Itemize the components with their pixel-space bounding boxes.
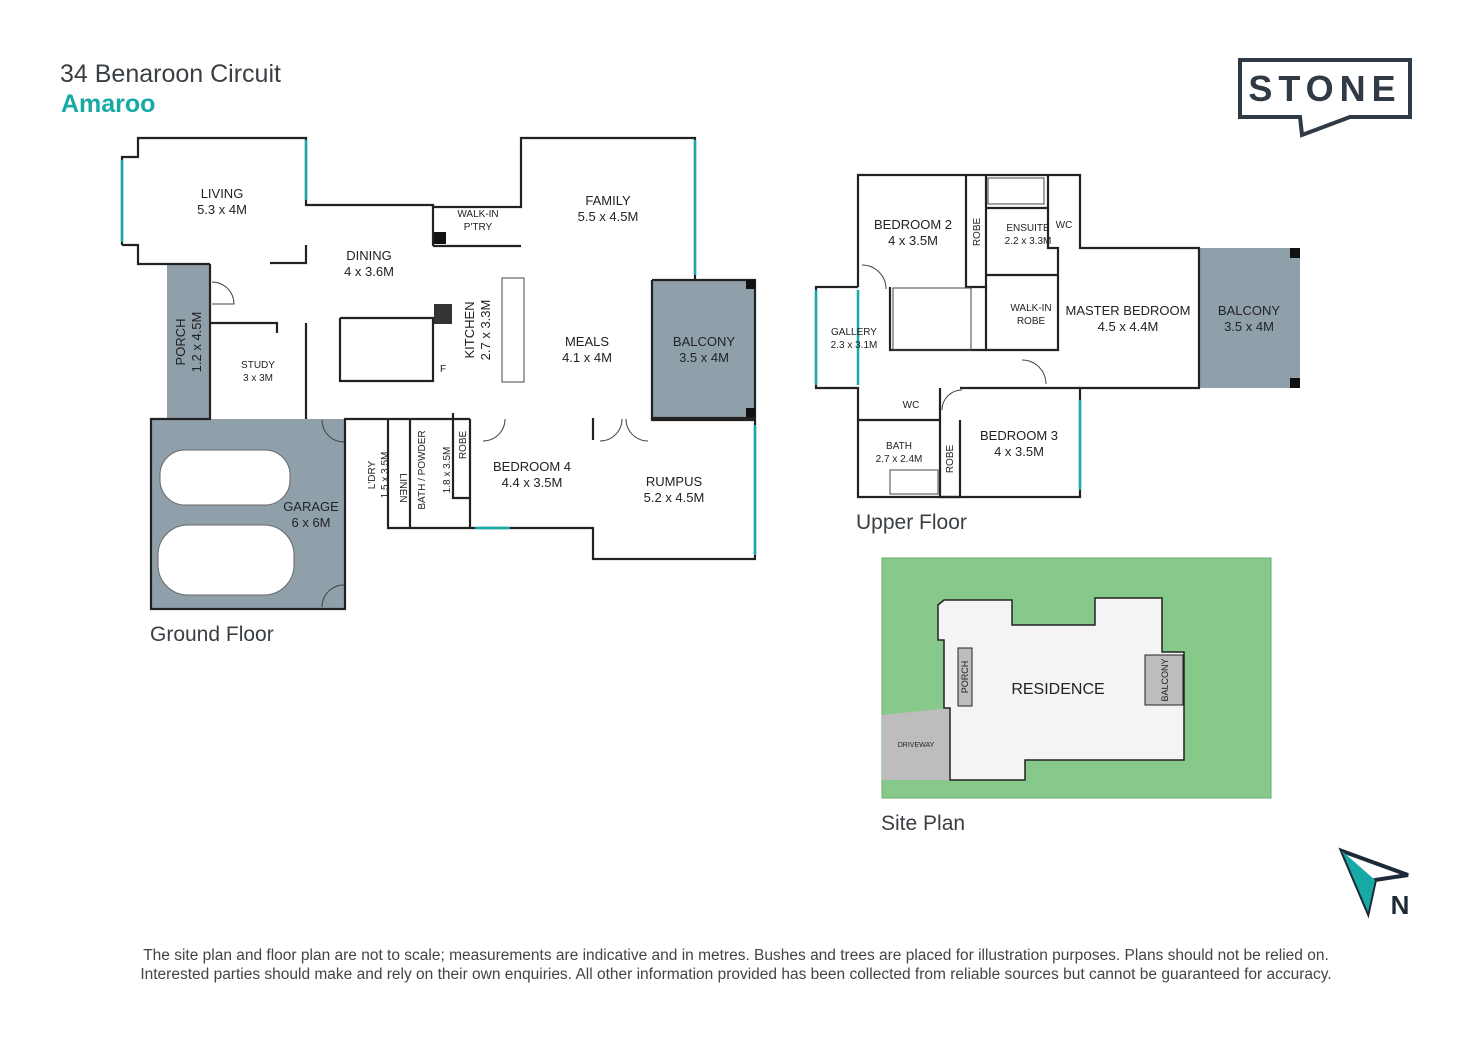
room-label: 5.5 x 4.5M <box>578 209 639 224</box>
site-plan: RESIDENCE PORCH BALCONY DRIVEWAY Site Pl… <box>881 557 1272 835</box>
room-label: FAMILY <box>585 193 631 208</box>
room-label: BALCONY <box>1160 658 1170 701</box>
room-label: RUMPUS <box>646 474 703 489</box>
room-label: P'TRY <box>464 222 493 233</box>
balcony-area <box>652 280 755 418</box>
room-label: WALK-IN <box>1010 303 1051 314</box>
room-label: ROBE <box>945 445 956 474</box>
compass-label: N <box>1391 890 1410 920</box>
room-label: MASTER BEDROOM <box>1066 303 1191 318</box>
room-label: KITCHEN <box>462 301 477 358</box>
room-label: LIVING <box>201 186 244 201</box>
room-label: 4 x 3.5M <box>888 233 938 248</box>
upper-balcony-area <box>1199 248 1300 388</box>
room-label: 5.3 x 4M <box>197 202 247 217</box>
room-label: LINEN <box>397 473 408 502</box>
room-label: 3.5 x 4M <box>1224 319 1274 334</box>
room-label: BATH <box>886 441 912 452</box>
room-label: WC <box>903 400 920 411</box>
disclaimer-line-1: The site plan and floor plan are not to … <box>143 947 1329 964</box>
room-label: 4 x 3.6M <box>344 264 394 279</box>
room-label: PORCH <box>960 661 970 694</box>
room-label: 6 x 6M <box>291 515 330 530</box>
property-suburb: Amaroo <box>61 90 156 118</box>
room-label: 3 x 3M <box>243 373 273 384</box>
room-label: 4.4 x 3.5M <box>502 475 563 490</box>
room-label: 4.1 x 4M <box>562 350 612 365</box>
upper-floor-title: Upper Floor <box>856 511 967 534</box>
upper-floor-plan: BEDROOM 2 4 x 3.5M ROBE ENSUITE 2.2 x 3.… <box>814 173 1300 534</box>
disclaimer-line-2: Interested parties should make and rely … <box>140 966 1332 983</box>
room-label: 4.5 x 4.4M <box>1098 319 1159 334</box>
room-label: ROBE <box>972 218 983 247</box>
room-label: 5.2 x 4.5M <box>644 490 705 505</box>
room-label: ROBE <box>1017 316 1046 327</box>
room-label: BALCONY <box>1218 303 1280 318</box>
disclaimer: The site plan and floor plan are not to … <box>40 946 1432 984</box>
room-label: ENSUITE <box>1006 223 1050 234</box>
room-label: 2.7 x 2.4M <box>876 454 923 465</box>
property-address: 34 Benaroon Circuit <box>60 60 281 88</box>
room-label: RESIDENCE <box>1011 681 1104 698</box>
room-label: GALLERY <box>831 327 877 338</box>
room-label: BEDROOM 4 <box>493 459 571 474</box>
site-plan-title: Site Plan <box>881 812 965 835</box>
room-label: BATH / POWDER <box>417 430 428 509</box>
ground-floor-plan: LIVING 5.3 x 4M DINING 4 x 3.6M WALK-IN … <box>120 136 757 646</box>
room-label: WALK-IN <box>457 209 498 220</box>
room-label: F <box>440 364 446 375</box>
logo-text: STONE <box>1248 68 1401 109</box>
room-label: STUDY <box>241 360 275 371</box>
room-label: 2.7 x 3.3M <box>478 300 493 361</box>
room-label: DINING <box>346 248 392 263</box>
room-label: 1.8 x 3.5M <box>442 447 453 494</box>
room-label: DRIVEWAY <box>898 742 935 749</box>
ground-floor-title: Ground Floor <box>150 623 274 646</box>
room-label: MEALS <box>565 334 609 349</box>
room-label: ROBE <box>458 431 469 460</box>
room-label: PORCH <box>173 319 188 366</box>
room-label: BALCONY <box>673 334 735 349</box>
north-compass-icon: N <box>1338 847 1410 920</box>
room-label: BEDROOM 2 <box>874 217 952 232</box>
porch-area <box>167 264 210 419</box>
room-label: L'DRY <box>367 460 378 489</box>
room-label: GARAGE <box>283 499 339 514</box>
room-label: 2.3 x 3.1M <box>831 340 878 351</box>
room-label: 1.2 x 4.5M <box>189 312 204 373</box>
room-label: 4 x 3.5M <box>994 444 1044 459</box>
room-label: 2.2 x 3.3M <box>1005 236 1052 247</box>
room-label: 3.5 x 4M <box>679 350 729 365</box>
room-label: BEDROOM 3 <box>980 428 1058 443</box>
stone-logo: STONE <box>1238 58 1412 138</box>
room-label: WC <box>1056 220 1073 231</box>
room-label: 1.5 x 3.5M <box>380 452 391 499</box>
